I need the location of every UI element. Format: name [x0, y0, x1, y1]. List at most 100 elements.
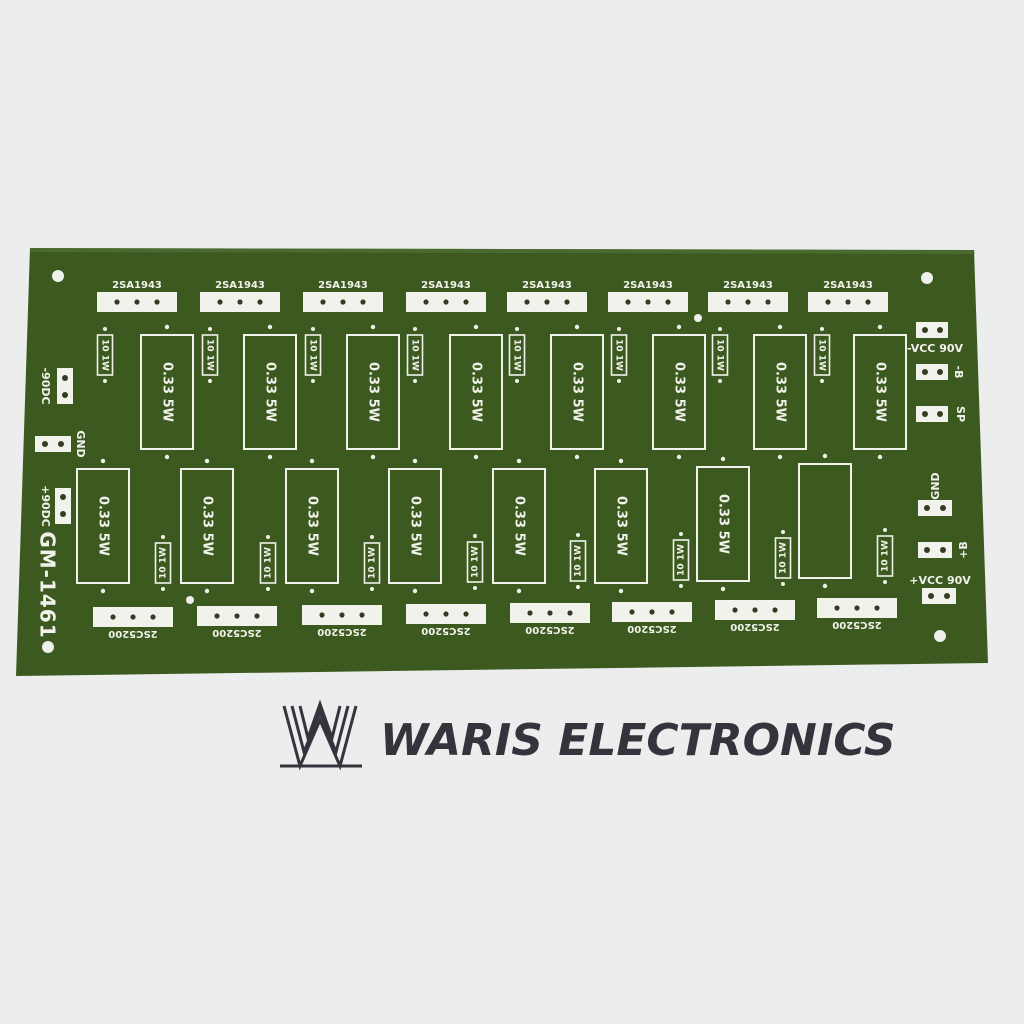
pad [150, 614, 156, 620]
pad [567, 610, 573, 616]
resistor-outline [154, 542, 172, 584]
pad [463, 611, 469, 617]
resistor-label: 0.33 5W [263, 362, 278, 422]
resistor-label: 0.33 5W [614, 496, 629, 556]
resistor-outline [466, 541, 484, 583]
resistor-label: 0.33 5W [570, 362, 585, 422]
pad [937, 411, 943, 417]
resistor-label: 0.33 5W [305, 496, 320, 556]
transistor-2sc5200: 2SC5200 [93, 607, 173, 639]
resistor-outline [569, 540, 587, 582]
transistor-label: 2SA1943 [522, 280, 572, 291]
pad [781, 582, 785, 586]
pad [208, 327, 212, 331]
resistor-label: 0.33 5W [96, 496, 111, 556]
connector-footprint [922, 588, 956, 604]
pad [359, 612, 365, 618]
pad [360, 299, 366, 305]
pos-dc-connector: +90DC [39, 485, 71, 527]
right-gnd-connector: GND [918, 472, 952, 516]
pcb-board [16, 248, 988, 676]
transistor-label: 2SC5200 [317, 626, 366, 637]
resistor-10-1w: 10 1W [672, 532, 690, 588]
connector-footprint [916, 364, 948, 380]
pad [576, 585, 580, 589]
neg-b-label: -B [952, 366, 965, 379]
mounting-hole [694, 314, 702, 322]
pad [883, 528, 887, 532]
pad [618, 588, 624, 594]
pad [217, 299, 223, 305]
pad [234, 613, 240, 619]
mounting-hole [52, 270, 64, 282]
transistor-2sc5200: 2SC5200 [510, 603, 590, 635]
board-model-label: GM-1461 [36, 531, 60, 638]
pad [820, 379, 824, 383]
transistor-2sc5200: 2SC5200 [406, 604, 486, 636]
pad [547, 610, 553, 616]
connector-footprint [916, 322, 948, 338]
resistor-10-1w: 10 1W [363, 535, 381, 591]
pad [772, 607, 778, 613]
resistor-outline [672, 539, 690, 581]
resistor-outline [388, 468, 442, 584]
right-connectors: -VCC 90V -B SP GND +B +VCC 90V [907, 322, 971, 604]
resistor-outline [449, 334, 503, 450]
pad [267, 454, 273, 460]
resistor-label: 10 1W [368, 547, 378, 579]
pad [413, 327, 417, 331]
left-connectors: -90DC GND +90DC GM-1461 [35, 367, 87, 639]
pad [544, 299, 550, 305]
pad [100, 458, 106, 464]
pos-dc-label: +90DC [39, 485, 52, 527]
transistor-2sa1943: 2SA1943 [303, 280, 383, 312]
transistor-2sa1943: 2SA1943 [507, 280, 587, 312]
resistor-10-1w: 10 1W [876, 528, 894, 584]
pad [940, 505, 946, 511]
resistor-label: 0.33 5W [873, 362, 888, 422]
resistor-outline [774, 537, 792, 579]
resistor-0-33-5w: 0.33 5W [346, 324, 400, 460]
pad [443, 299, 449, 305]
pad [267, 324, 273, 330]
pad [874, 605, 880, 611]
resistor-label: 10 1W [100, 339, 110, 371]
pad [732, 607, 738, 613]
pad [257, 299, 263, 305]
resistor-outline [550, 334, 604, 450]
resistor-0-33-5w: 0.33 5W [140, 324, 194, 460]
transistor-label: 2SC5200 [108, 628, 157, 639]
top-small-resistor-row: 10 1W 10 1W 10 1W 10 1W 10 1W [96, 327, 831, 383]
pad [311, 379, 315, 383]
top-power-resistor-row: 0.33 5W 0.33 5W 0.33 5W 0.33 5W 0.33 5W [140, 324, 907, 460]
pad [865, 299, 871, 305]
pos-b-connector: +B [918, 541, 970, 559]
mounting-hole [921, 272, 933, 284]
pad [676, 324, 682, 330]
pad [237, 299, 243, 305]
transistor-label: 2SC5200 [212, 627, 261, 638]
pad [309, 458, 315, 464]
transistor-label: 2SA1943 [318, 280, 368, 291]
resistor-10-1w: 10 1W [406, 327, 424, 383]
pad [114, 299, 120, 305]
mounting-holes [42, 270, 946, 653]
resistor-label: 10 1W [264, 547, 274, 579]
resistor-0-33-5w: 0.33 5W [76, 458, 130, 594]
resistor-outline [76, 468, 130, 584]
pad [777, 454, 783, 460]
resistor-outline [140, 334, 194, 450]
pad [718, 379, 722, 383]
resistor-label: 10 1W [205, 339, 215, 371]
pad [370, 324, 376, 330]
pad [423, 299, 429, 305]
resistor-outline [594, 468, 648, 584]
pad [679, 584, 683, 588]
pad [527, 610, 533, 616]
pad [319, 612, 325, 618]
pad [443, 611, 449, 617]
resistor-0-33-5w: 0.33 5W [449, 324, 503, 460]
pos-vcc-connector: +VCC 90V [909, 574, 971, 604]
pad [574, 454, 580, 460]
resistor-0-33-5w [798, 453, 852, 589]
